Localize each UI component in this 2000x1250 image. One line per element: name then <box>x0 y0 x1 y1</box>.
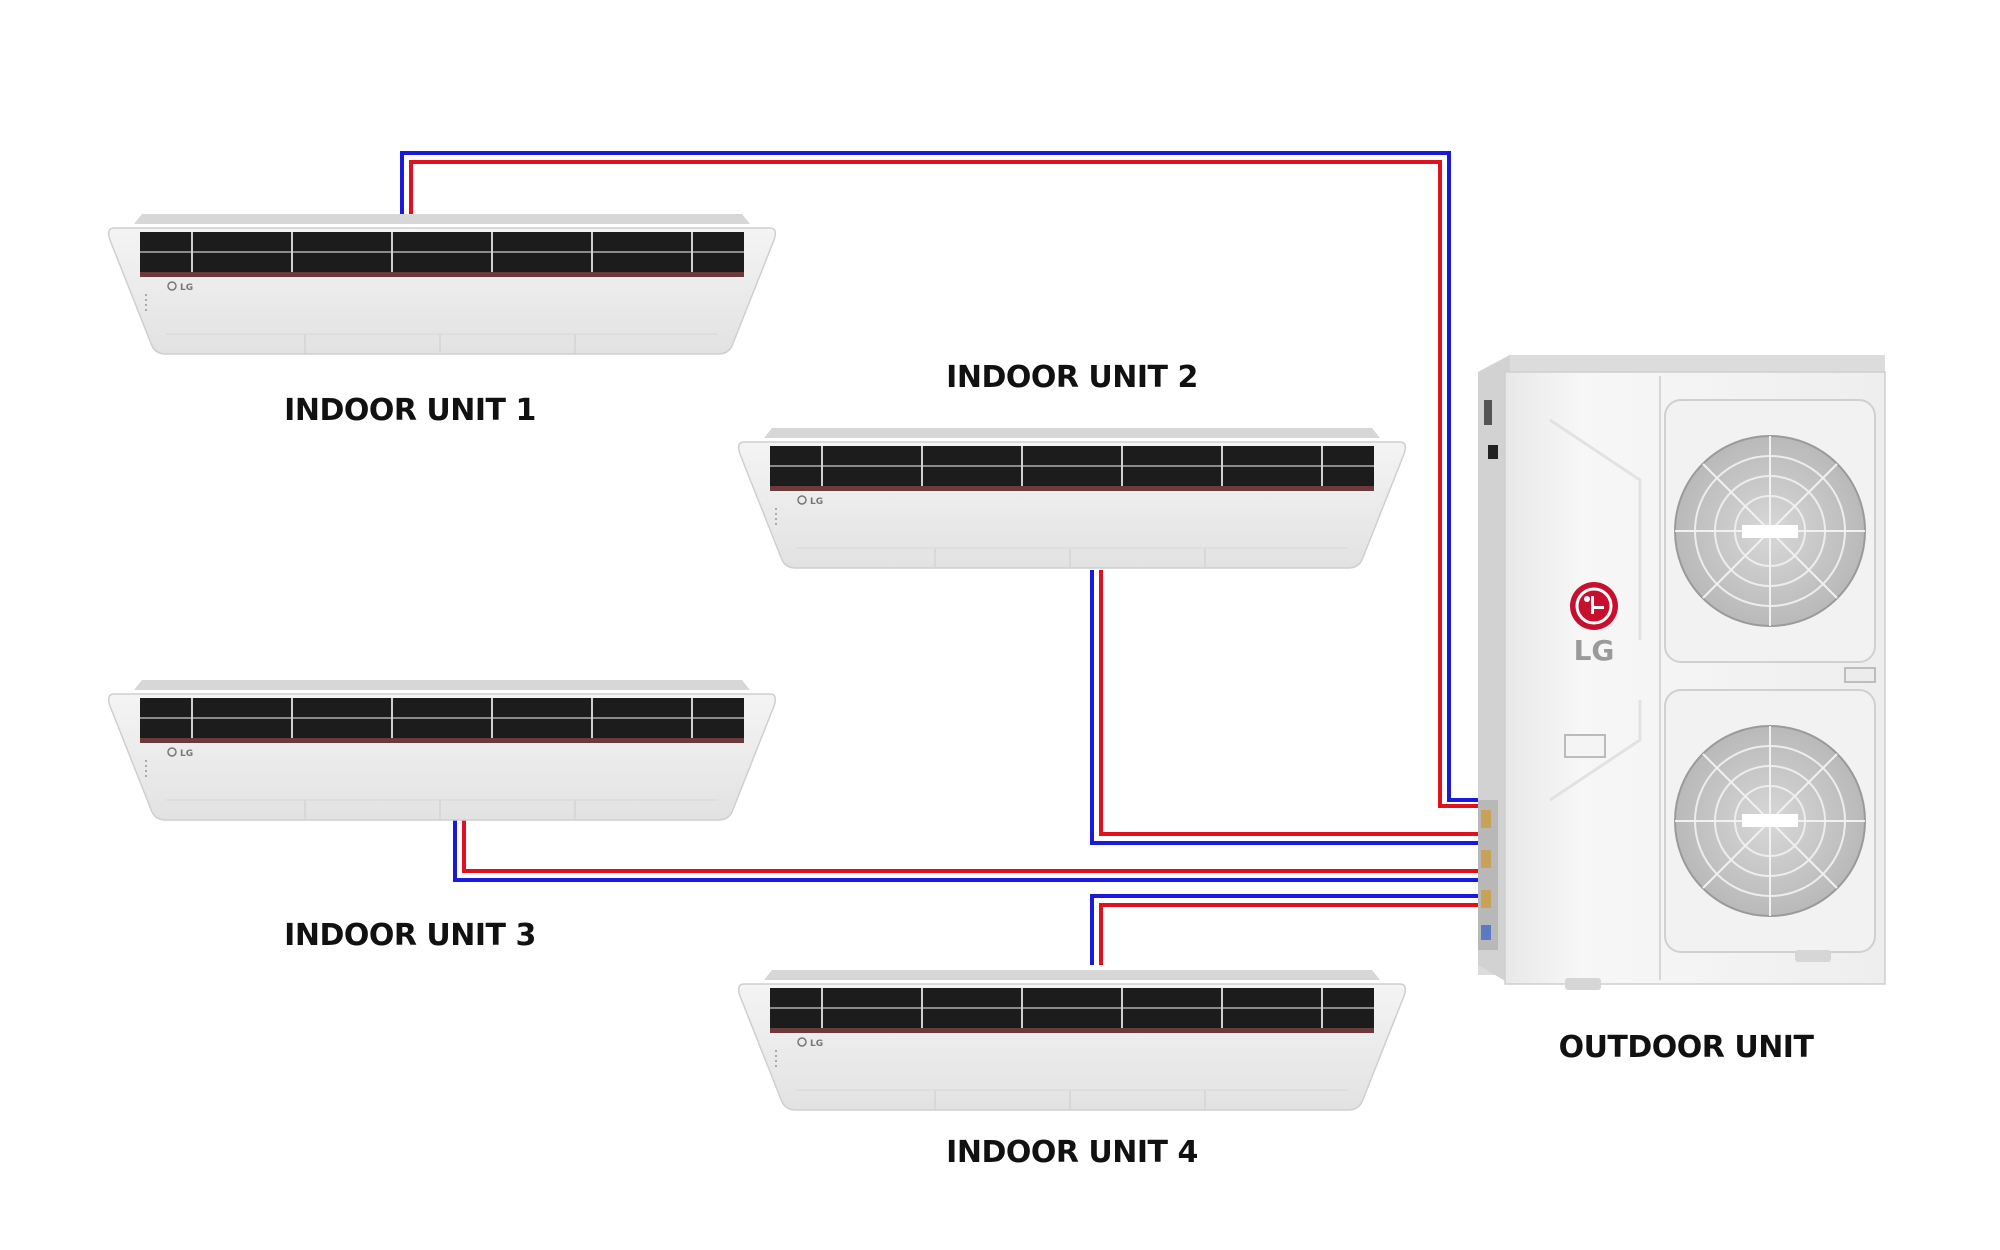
fan-grille-icon <box>1664 399 1876 663</box>
label-indoor-unit-4: INDOOR UNIT 4 <box>946 1135 1198 1170</box>
pipe-run-indoor-4 <box>1090 894 1478 965</box>
indoor-unit-1 <box>107 213 777 355</box>
pipe-run-indoor-1 <box>400 151 1478 808</box>
indoor-unit-4 <box>737 969 1407 1111</box>
label-indoor-unit-2: INDOOR UNIT 2 <box>946 360 1198 395</box>
label-indoor-unit-1: INDOOR UNIT 1 <box>284 393 536 428</box>
label-outdoor-unit: OUTDOOR UNIT <box>1558 1030 1814 1065</box>
pipe-run-indoor-3 <box>453 820 1478 882</box>
feet <box>1565 950 1831 990</box>
lg-logo-icon: LG <box>1570 582 1618 667</box>
fan-grille-icon <box>1664 689 1876 953</box>
pipe-run-indoor-2 <box>1090 570 1478 845</box>
indoor-unit-3 <box>107 679 777 821</box>
lg-logo-text: LG <box>1574 634 1615 667</box>
indoor-unit-2 <box>737 427 1407 569</box>
outdoor-unit: LG <box>1478 355 1886 990</box>
service-valves <box>1478 800 1498 950</box>
refrigerant-pipes <box>400 151 1478 965</box>
label-indoor-unit-3: INDOOR UNIT 3 <box>284 918 536 953</box>
